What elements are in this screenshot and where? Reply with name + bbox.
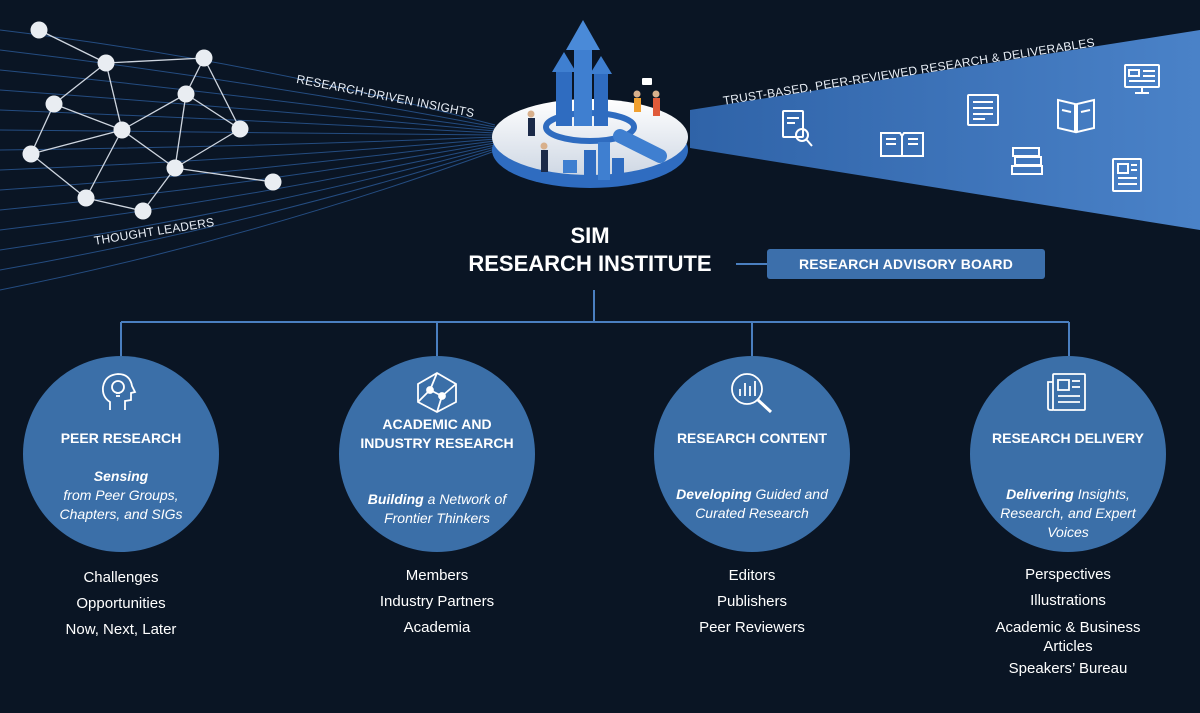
newspaper-icon bbox=[967, 94, 999, 126]
pillar-research-content: RESEARCH CONTENT Developing Guided and C… bbox=[654, 356, 850, 552]
pillar-description: Delivering Insights, Research, and Exper… bbox=[1000, 486, 1136, 540]
chart-magnifier-icon bbox=[731, 373, 773, 414]
list-item: Speakers’ Bureau bbox=[1008, 660, 1128, 677]
network-globe-icon bbox=[417, 371, 457, 414]
list-item: Perspectives bbox=[1025, 566, 1111, 583]
head-lightbulb-icon bbox=[101, 373, 137, 410]
insight-streaks bbox=[0, 29, 496, 291]
pillar-description: Developing Guided and Curated Research bbox=[676, 486, 828, 521]
pillar-peer-research-items: Challenges Opportunities Now, Next, Late… bbox=[23, 565, 219, 643]
list-item: Academic & Business Articles bbox=[995, 619, 1141, 655]
pillar-research-delivery-items: Perspectives Illustrations Academic & Bu… bbox=[970, 562, 1166, 682]
news-article-icon bbox=[1112, 158, 1142, 192]
deliverables-beam bbox=[690, 30, 1200, 230]
connector-lines bbox=[120, 263, 1070, 356]
newspaper-icon bbox=[1047, 373, 1086, 411]
list-item: Illustrations bbox=[1030, 592, 1106, 609]
institute-title: SIM RESEARCH INSTITUTE bbox=[430, 222, 750, 278]
list-item: Editors bbox=[728, 567, 776, 584]
pillar-academic-industry-research-items: Members Industry Partners Academia bbox=[339, 563, 535, 641]
list-item: Now, Next, Later bbox=[65, 621, 177, 638]
open-book-icon bbox=[880, 132, 924, 157]
pillar-research-content-items: Editors Publishers Peer Reviewers bbox=[654, 563, 850, 641]
institute-title-line2: RESEARCH INSTITUTE bbox=[468, 251, 712, 276]
institute-title-line1: SIM bbox=[570, 223, 610, 248]
list-item: Challenges bbox=[83, 569, 159, 586]
pillar-title: RESEARCH DELIVERY bbox=[992, 430, 1144, 446]
document-search-icon bbox=[782, 110, 813, 147]
research-advisory-board-box: RESEARCH ADVISORY BOARD bbox=[767, 249, 1045, 279]
pillar-title: PEER RESEARCH bbox=[60, 430, 182, 446]
web-dashboard-icon bbox=[1124, 64, 1160, 94]
pillar-academic-industry-research: ACADEMIC AND INDUSTRY RESEARCH Building … bbox=[339, 356, 535, 552]
book-stack-icon bbox=[1011, 147, 1043, 175]
list-item: Academia bbox=[403, 619, 471, 636]
pillar-title: RESEARCH CONTENT bbox=[676, 430, 828, 446]
list-item: Publishers bbox=[716, 593, 788, 610]
pillar-description: Building a Network of Frontier Thinkers bbox=[367, 491, 507, 526]
list-item: Members bbox=[405, 567, 469, 584]
research-platform-illustration bbox=[492, 20, 688, 188]
magazine-icon bbox=[1057, 98, 1095, 134]
list-item: Opportunities bbox=[76, 595, 166, 612]
pillar-research-delivery: RESEARCH DELIVERY Delivering Insights, R… bbox=[970, 356, 1166, 552]
list-item: Industry Partners bbox=[379, 593, 495, 610]
list-item: Peer Reviewers bbox=[699, 619, 805, 636]
pillar-title: ACADEMIC AND INDUSTRY RESEARCH bbox=[360, 416, 514, 451]
thought-leaders-network bbox=[22, 21, 282, 220]
